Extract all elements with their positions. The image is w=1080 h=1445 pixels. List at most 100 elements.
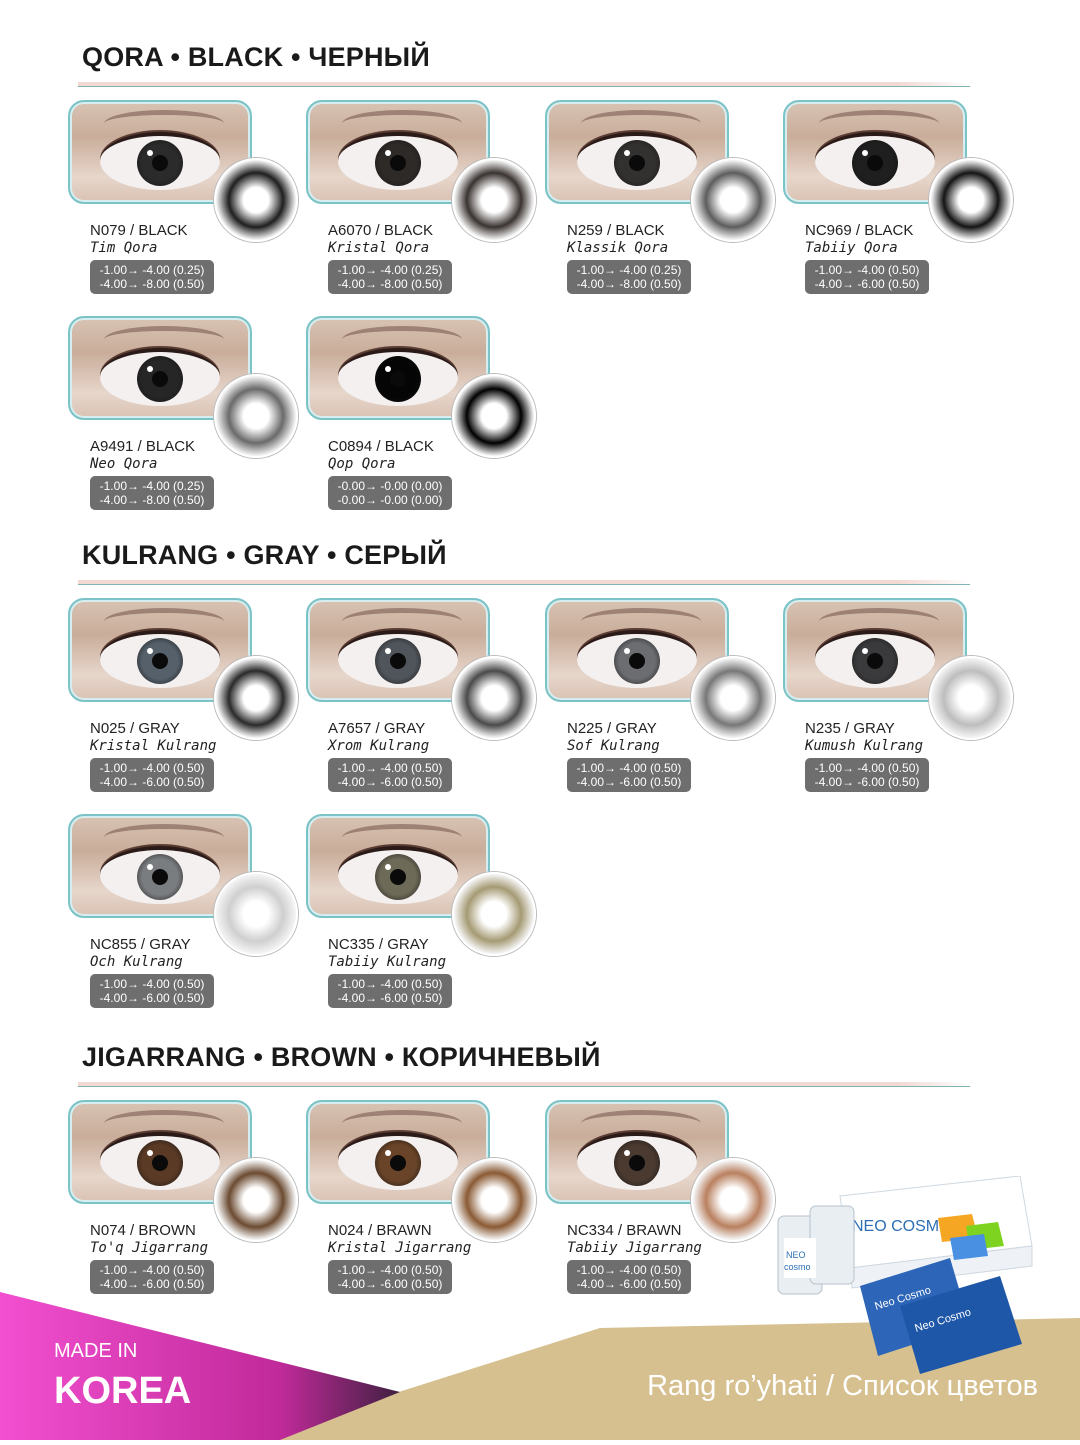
- power-range-1: -1.00→ -4.00 (0.50): [576, 761, 682, 775]
- lens-code: NC969 / BLACK: [805, 222, 914, 239]
- lens-name: Klassik Qora: [567, 240, 669, 256]
- iris: [852, 140, 898, 186]
- lens-code: N074 / BROWN: [90, 1222, 196, 1239]
- power-range-badge: -0.00→ -0.00 (0.00)-0.00→ -0.00 (0.00): [328, 476, 452, 510]
- eye: [338, 1132, 458, 1190]
- power-range-2: -4.00→ -6.00 (0.50): [576, 1277, 682, 1291]
- pupil: [152, 1155, 168, 1171]
- power-range-badge: -1.00→ -4.00 (0.25)-4.00→ -8.00 (0.50): [567, 260, 691, 294]
- lens-name: Kumush Kulrang: [805, 738, 924, 754]
- power-range-2: -4.00→ -8.00 (0.50): [99, 493, 205, 507]
- power-range-2: -4.00→ -6.00 (0.50): [814, 277, 920, 291]
- made-in-label: MADE IN: [54, 1340, 138, 1362]
- lens-name: To'q Jigarrang: [90, 1240, 209, 1256]
- pupil: [867, 155, 883, 171]
- power-range-badge: -1.00→ -4.00 (0.50)-4.00→ -6.00 (0.50): [567, 1260, 691, 1294]
- pupil: [152, 155, 168, 171]
- lens-name: Och Kulrang: [90, 954, 183, 970]
- section-divider: [78, 82, 970, 87]
- pupil: [629, 653, 645, 669]
- power-range-badge: -1.00→ -4.00 (0.50)-4.00→ -6.00 (0.50): [805, 260, 929, 294]
- section-title: KULRANG • GRAY • СЕРЫЙ: [82, 540, 447, 570]
- lens-sample-icon: [452, 374, 536, 458]
- eye-highlight: [385, 1150, 391, 1156]
- eye: [577, 1132, 697, 1190]
- power-range-1: -1.00→ -4.00 (0.50): [99, 977, 205, 991]
- lens-code: A9491 / BLACK: [90, 438, 196, 455]
- power-range-2: -4.00→ -6.00 (0.50): [337, 991, 443, 1005]
- power-range-2: -4.00→ -8.00 (0.50): [99, 277, 205, 291]
- iris: [614, 638, 660, 684]
- eye: [577, 132, 697, 190]
- lens-code: N079 / BLACK: [90, 222, 188, 239]
- power-range-badge: -1.00→ -4.00 (0.50)-4.00→ -6.00 (0.50): [90, 1260, 214, 1294]
- lens-sample-icon: [691, 158, 775, 242]
- iris: [852, 638, 898, 684]
- iris: [137, 1140, 183, 1186]
- footer-title: Rang ro’yhati / Список цветов: [647, 1370, 1038, 1402]
- lens-sample-icon: [214, 374, 298, 458]
- eyebrow: [819, 608, 939, 635]
- lens-name: Kristal Kulrang: [90, 738, 217, 754]
- lens-sample-icon: [452, 656, 536, 740]
- section-title: QORA • BLACK • ЧЕРНЫЙ: [82, 42, 430, 72]
- power-range-1: -1.00→ -4.00 (0.25): [337, 263, 443, 277]
- power-range-1: -1.00→ -4.00 (0.50): [337, 1263, 443, 1277]
- power-range-badge: -1.00→ -4.00 (0.25)-4.00→ -8.00 (0.50): [90, 476, 214, 510]
- power-range-badge: -1.00→ -4.00 (0.50)-4.00→ -6.00 (0.50): [328, 974, 452, 1008]
- power-range-1: -1.00→ -4.00 (0.50): [337, 977, 443, 991]
- eye-highlight: [624, 1150, 630, 1156]
- eye-highlight: [624, 648, 630, 654]
- power-range-1: -1.00→ -4.00 (0.50): [576, 1263, 682, 1277]
- section-divider: [78, 580, 970, 585]
- eye: [815, 132, 935, 190]
- product-box-illustration: NEO COSMO NEO cosmo Neo Cosmo Neo Cosmo: [777, 1175, 1033, 1374]
- iris: [614, 1140, 660, 1186]
- eye-photo: [68, 1100, 252, 1204]
- iris: [375, 854, 421, 900]
- pupil: [629, 1155, 645, 1171]
- power-range-2: -4.00→ -8.00 (0.50): [337, 277, 443, 291]
- iris: [375, 140, 421, 186]
- lens-sample-icon: [452, 158, 536, 242]
- power-range-1: -1.00→ -4.00 (0.50): [99, 761, 205, 775]
- power-range-badge: -1.00→ -4.00 (0.50)-4.00→ -6.00 (0.50): [328, 758, 452, 792]
- eyebrow: [342, 1110, 462, 1137]
- power-range-2: -4.00→ -6.00 (0.50): [99, 991, 205, 1005]
- lens-sample-icon: [214, 872, 298, 956]
- iris: [375, 638, 421, 684]
- eye: [100, 1132, 220, 1190]
- eyebrow: [104, 326, 224, 353]
- lens-sample-icon: [929, 656, 1013, 740]
- power-range-badge: -1.00→ -4.00 (0.50)-4.00→ -6.00 (0.50): [328, 1260, 452, 1294]
- pupil: [390, 1155, 406, 1171]
- pupil: [152, 653, 168, 669]
- eye: [338, 846, 458, 904]
- lens-sample-icon: [452, 1158, 536, 1242]
- pink-ribbon: [0, 1292, 400, 1440]
- eye: [338, 132, 458, 190]
- pupil: [152, 371, 168, 387]
- lens-name: Tabiiy Jigarrang: [567, 1240, 702, 1256]
- lens-name: Qop Qora: [328, 456, 396, 472]
- eyebrow: [342, 608, 462, 635]
- power-range-2: -0.00→ -0.00 (0.00): [337, 493, 443, 507]
- pupil: [390, 869, 406, 885]
- pupil: [629, 155, 645, 171]
- eye-photo: [68, 814, 252, 918]
- made-in-korea-banner: [0, 1292, 400, 1440]
- eyebrow: [104, 824, 224, 851]
- eyebrow: [581, 1110, 701, 1137]
- eyebrow: [342, 326, 462, 353]
- lens-name: Sof Kulrang: [567, 738, 660, 754]
- eyebrow: [104, 1110, 224, 1137]
- iris: [375, 356, 421, 402]
- power-range-2: -4.00→ -6.00 (0.50): [576, 775, 682, 789]
